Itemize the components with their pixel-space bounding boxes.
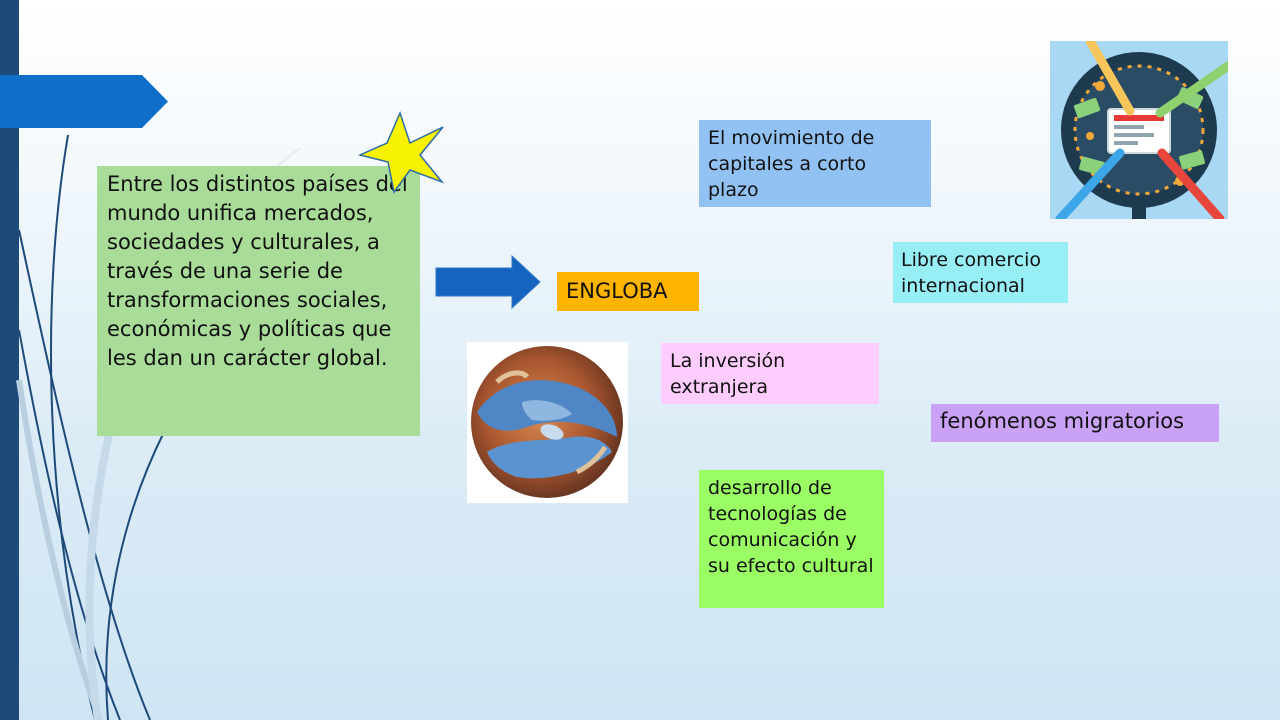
header-arrow-shape [0,75,168,128]
item-tecnologias: desarrollo de tecnologías de comunicació… [699,470,884,608]
item-inversion: La inversión extranjera [661,343,879,404]
engloba-label: ENGLOBA [557,272,699,311]
hands-globe-image [467,342,628,503]
item-capitales: El movimiento de capitales a corto plazo [699,120,931,207]
item-comercio: Libre comercio internacional [893,242,1068,303]
money-devices-image [1050,36,1233,224]
star-icon [358,110,445,194]
right-arrow-icon [435,254,541,310]
main-text-box: Entre los distintos países del mundo uni… [97,166,420,436]
item-migratorios: fenómenos migratorios [931,404,1219,442]
left-accent-bar [0,0,19,720]
